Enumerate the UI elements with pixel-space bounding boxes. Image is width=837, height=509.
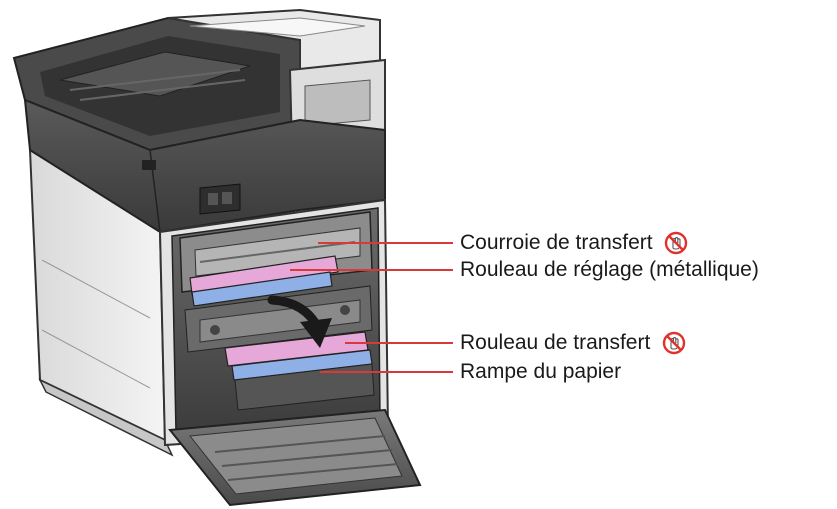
- label-transfer-belt: Courroie de transfert: [460, 231, 688, 255]
- no-touch-icon: [662, 331, 686, 355]
- label-registration-roller: Rouleau de réglage (métallique): [460, 258, 759, 282]
- label-paper-chute: Rampe du papier: [460, 360, 621, 384]
- label-transfer-roller: Rouleau de transfert: [460, 331, 686, 355]
- printer-interior: [160, 200, 388, 445]
- label-transfer-roller-text: Rouleau de transfert: [460, 331, 650, 354]
- label-paper-chute-text: Rampe du papier: [460, 360, 621, 383]
- label-transfer-belt-text: Courroie de transfert: [460, 231, 653, 254]
- no-touch-icon: [664, 231, 688, 255]
- label-registration-roller-text: Rouleau de réglage (métallique): [460, 258, 759, 281]
